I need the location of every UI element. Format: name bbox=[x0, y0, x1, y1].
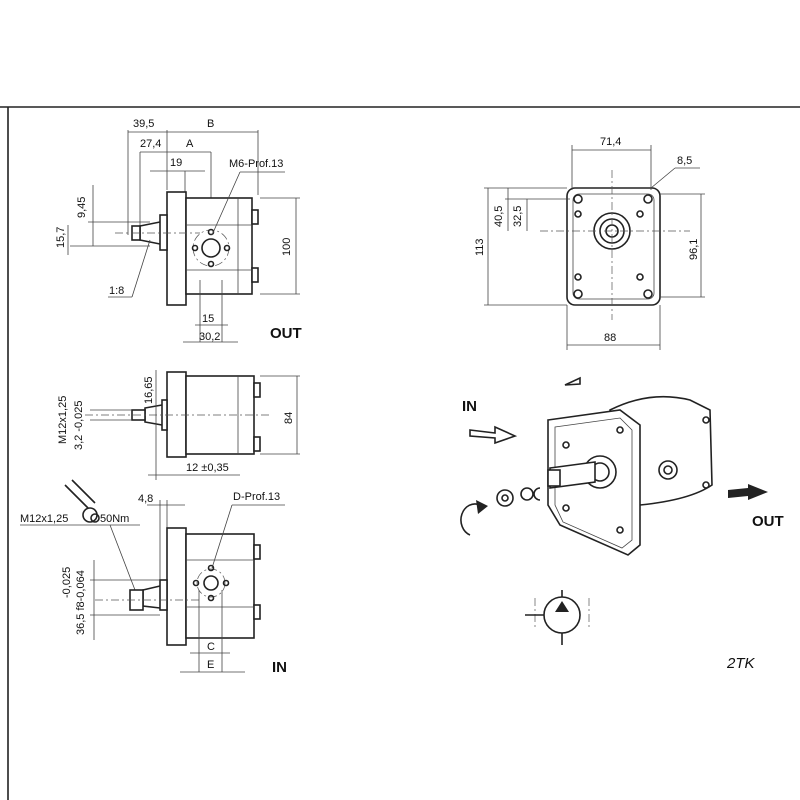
port-label-out: OUT bbox=[270, 325, 302, 342]
dim-15-7: 15,7 bbox=[55, 227, 67, 248]
front-view bbox=[484, 145, 705, 350]
dim-40-5: 40,5 bbox=[493, 206, 505, 227]
rotation-arrow bbox=[460, 503, 481, 536]
dim-71-4: 71,4 bbox=[600, 136, 621, 148]
dim-30-2: 30,2 bbox=[199, 331, 220, 343]
pump-isometric bbox=[460, 376, 768, 556]
dim-4-8: 4,8 bbox=[138, 493, 153, 505]
dim-8-5: 8,5 bbox=[677, 155, 692, 167]
dim-E: E bbox=[207, 659, 214, 671]
dim-39-5: 39,5 bbox=[133, 118, 154, 130]
key-part bbox=[564, 376, 581, 386]
dim-B: B bbox=[207, 118, 214, 130]
iso-in-label: IN bbox=[462, 398, 477, 415]
side-view-top bbox=[85, 370, 300, 480]
key-tolerance: 3,2 -0,025 bbox=[73, 400, 85, 450]
thread-note-m6: M6-Prof.13 bbox=[229, 158, 283, 170]
dim-A: A bbox=[186, 138, 194, 150]
side-view-out bbox=[67, 130, 300, 343]
dim-C: C bbox=[207, 641, 215, 653]
dim-27-4: 27,4 bbox=[140, 138, 161, 150]
shaft-tol-upper: -0,025 bbox=[61, 567, 73, 598]
nut-thread: M12x1,25 bbox=[20, 513, 68, 525]
dim-113: 113 bbox=[474, 238, 486, 256]
in-arrow bbox=[469, 425, 518, 445]
taper-ratio: 1:8 bbox=[109, 285, 124, 297]
out-arrow bbox=[728, 484, 768, 500]
torque-value: 50Nm bbox=[100, 513, 129, 525]
dim-88: 88 bbox=[604, 332, 616, 344]
port-label-in: IN bbox=[272, 659, 287, 676]
dim-9-45: 9,45 bbox=[76, 197, 88, 218]
hydraulic-pump-symbol bbox=[525, 590, 590, 645]
dim-32-5: 32,5 bbox=[512, 206, 524, 227]
dim-100: 100 bbox=[281, 238, 293, 256]
model-code: 2TK bbox=[726, 655, 756, 672]
dim-12: 12 ±0,35 bbox=[186, 462, 229, 474]
dim-16-65: 16,65 bbox=[143, 376, 155, 404]
dim-84: 84 bbox=[283, 412, 295, 424]
shaft-diameter-tol: 36,5 f8-0,064 bbox=[75, 570, 87, 635]
thread-m12: M12x1,25 bbox=[57, 396, 69, 444]
thread-note-d: D-Prof.13 bbox=[233, 491, 280, 503]
iso-out-label: OUT bbox=[752, 513, 784, 530]
dim-15: 15 bbox=[202, 313, 214, 325]
side-view-in bbox=[20, 479, 285, 673]
dim-96-1: 96,1 bbox=[688, 239, 700, 260]
dim-19: 19 bbox=[170, 157, 182, 169]
